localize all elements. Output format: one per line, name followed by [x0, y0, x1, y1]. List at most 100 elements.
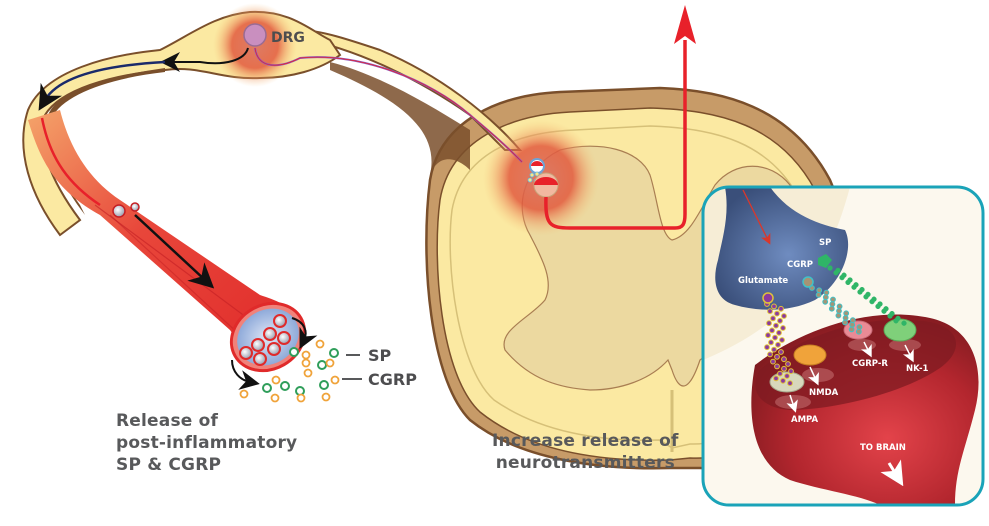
- glutamate-molecule: [784, 373, 790, 379]
- glutamate-molecule: [772, 334, 778, 341]
- glutamate-molecule: [788, 368, 794, 375]
- sp-molecule: [329, 348, 339, 358]
- nk1-arrow: [902, 344, 914, 363]
- glutamate-molecule: [770, 358, 776, 365]
- cgrp-molecule: [842, 319, 848, 326]
- to-brain-label: TO BRAIN: [860, 443, 906, 453]
- sp-molecule: [827, 265, 833, 271]
- nmda-label: NMDA: [809, 388, 839, 398]
- fiber-vesicle-travel-2: [130, 202, 140, 212]
- sp-molecule: [262, 383, 272, 393]
- inset-cgrp-label: CGRP: [787, 260, 813, 270]
- sp-molecule: [280, 381, 290, 391]
- glutamate-molecule: [773, 322, 779, 329]
- cgrp-label: CGRP: [368, 370, 417, 389]
- ampa-label: AMPA: [791, 415, 818, 425]
- glutamate-molecule: [767, 308, 773, 315]
- glutamate-molecule: [781, 356, 787, 363]
- nerve-terminal-fiber: [28, 110, 307, 373]
- ascending-arrow-head: [674, 5, 696, 44]
- caption-left-line-1: Release of: [116, 411, 219, 431]
- release-arrow-left: [231, 359, 260, 390]
- nk1-label: NK-1: [906, 364, 928, 374]
- cgrp-molecule: [325, 358, 335, 368]
- cgrp-molecule: [815, 292, 822, 298]
- sp-molecule: [881, 308, 887, 314]
- nk1-receptor: [883, 318, 917, 342]
- cgrp-molecule: [271, 375, 281, 385]
- inset-neurotransmitters: [764, 265, 907, 387]
- sp-molecule: [863, 294, 869, 300]
- glutamate-molecule: [774, 353, 780, 360]
- glutamate-molecule: [779, 337, 785, 343]
- ascending-pathway: [544, 40, 687, 230]
- cgrp-molecule: [849, 317, 856, 324]
- glutamate-molecule: [766, 320, 772, 327]
- cgrp-release-site: [802, 276, 814, 288]
- glutamate-molecule: [767, 351, 773, 358]
- glutamate-molecule: [781, 365, 787, 372]
- caption-left-line-3: SP & CGRP: [116, 455, 222, 475]
- ampa-arrow: [786, 394, 798, 413]
- postsynaptic-top-surface: [755, 319, 957, 410]
- glutamate-molecule: [771, 346, 777, 353]
- cgrp-molecule: [321, 392, 331, 402]
- cgrp-molecule: [239, 389, 249, 399]
- glutamate-molecule: [773, 375, 779, 382]
- cgrp-molecule: [822, 294, 829, 301]
- sp-molecule: [857, 289, 863, 295]
- sp-molecule: [845, 279, 851, 286]
- sp-molecule: [893, 318, 899, 324]
- fiber-vesicles: [239, 314, 291, 366]
- cgrp-molecule: [315, 339, 325, 349]
- cgrp-molecule: [301, 358, 311, 368]
- glutamate-molecule: [787, 380, 793, 387]
- cgrp-molecule: [816, 287, 823, 294]
- glutamate-molecule: [775, 341, 781, 348]
- nmda-receptor: [793, 344, 827, 366]
- glutamate-molecule: [778, 305, 784, 312]
- cgrp-molecule: [855, 328, 862, 335]
- fiber-body: [28, 110, 300, 360]
- glutamate-molecule: [769, 327, 775, 334]
- caption-mid-line-2: neurotransmitters: [495, 453, 675, 473]
- sp-molecule: [833, 270, 839, 276]
- fiber-streak-1: [94, 204, 251, 321]
- presynaptic-terminal: [715, 187, 849, 310]
- glutamate-molecule: [771, 303, 777, 310]
- dorsal-horn-synapse: [527, 158, 559, 198]
- peripheral-release-caption: Release of post-inflammatory SP & CGRP: [116, 410, 297, 476]
- glutamate-molecule: [774, 310, 780, 317]
- sp-molecule: [317, 360, 327, 370]
- fiber-streak-2: [109, 214, 241, 336]
- drg-cell-body: [243, 23, 267, 47]
- cgrp-r-arrow: [860, 341, 872, 358]
- glutamate-molecule: [780, 325, 786, 331]
- dorsal-root-shadow: [330, 62, 470, 175]
- to-brain-arrow: [880, 459, 904, 487]
- glutamate-molecule: [777, 317, 783, 324]
- cgrp-molecule: [829, 301, 836, 308]
- glutamate-molecule: [765, 332, 771, 339]
- sp-label: SP: [368, 346, 392, 365]
- glutamate-molecule: [781, 313, 787, 319]
- sp-molecule: [319, 380, 329, 390]
- caption-left-line-2: post-inflammatory: [116, 433, 298, 453]
- fiber-vesicle-travel-1: [112, 204, 126, 218]
- axon-red-path: [40, 117, 101, 207]
- cgrp-molecule: [301, 350, 311, 360]
- glutamate-molecule: [785, 361, 791, 367]
- cgrp-molecule: [296, 393, 306, 403]
- presynaptic-signal-arrow: [742, 189, 771, 245]
- glutamate-molecule: [778, 349, 784, 355]
- cgrp-molecule: [303, 368, 313, 378]
- glutamate-molecule: [770, 315, 776, 322]
- cgrp-molecule: [849, 321, 856, 328]
- cgrp-molecule: [843, 310, 850, 317]
- cgrp-molecule: [830, 296, 836, 303]
- drg-label: DRG: [271, 30, 305, 46]
- release-arrow-right: [291, 317, 318, 349]
- sp-release-site: [818, 254, 832, 268]
- neurotransmitter-release-caption: Increase release of neurotransmitters: [492, 430, 679, 474]
